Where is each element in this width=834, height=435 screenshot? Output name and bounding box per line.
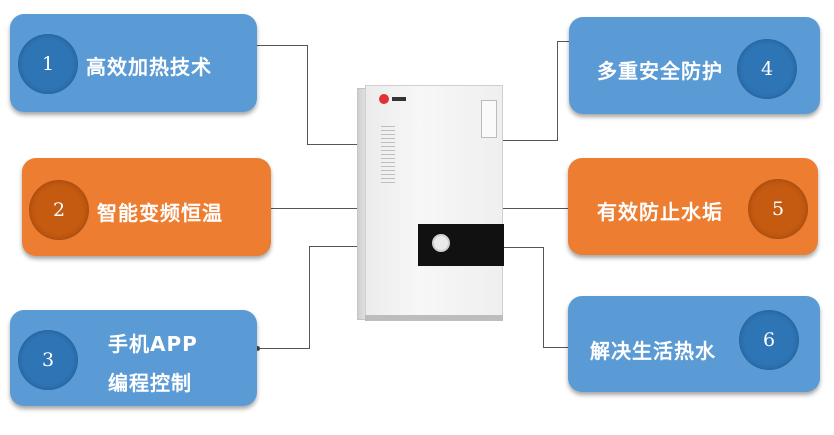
number-badge-3: 3 <box>18 330 78 390</box>
connector-6 <box>500 247 544 248</box>
feature-label-2: 智能变频恒温 <box>97 201 223 225</box>
number-badge-6: 6 <box>739 310 799 370</box>
connector-5 <box>500 208 568 209</box>
connector-1 <box>307 144 365 145</box>
connector-6 <box>543 347 568 348</box>
feature-label-6: 解决生活热水 <box>590 339 716 363</box>
water-heater-illustration <box>357 85 504 323</box>
connector-1 <box>256 45 308 46</box>
feature-label-1: 高效加热技术 <box>86 55 212 79</box>
connector-4 <box>500 140 558 141</box>
feature-card-3: 3 手机APP 编程控制 <box>10 310 257 406</box>
feature-card-2: 2 智能变频恒温 <box>22 158 271 256</box>
device-front-panel <box>365 85 504 317</box>
connector-2 <box>270 208 365 209</box>
number-badge-2: 2 <box>29 180 89 240</box>
connector-1 <box>307 45 308 145</box>
number-badge-4: 4 <box>737 39 797 99</box>
device-base <box>365 315 503 321</box>
number-badge-1: 1 <box>18 34 78 94</box>
feature-label-5: 有效防止水垢 <box>597 200 723 224</box>
connector-3 <box>309 246 310 349</box>
control-panel <box>418 224 504 266</box>
feature-label-4: 多重安全防护 <box>597 59 723 83</box>
feature-label-3-line2: 编程控制 <box>108 371 192 395</box>
feature-card-1: 1 高效加热技术 <box>10 14 257 112</box>
connector-3-dot <box>255 346 260 351</box>
feature-card-6: 解决生活热水 6 <box>568 296 820 392</box>
feature-card-5: 有效防止水垢 5 <box>568 158 818 255</box>
brand-logo <box>379 94 406 104</box>
nameplate-label <box>481 100 497 138</box>
connector-4 <box>557 41 569 42</box>
vent-slots <box>381 126 395 186</box>
connector-6 <box>543 247 544 348</box>
connector-3 <box>258 348 310 349</box>
connector-3 <box>309 246 365 247</box>
pressure-gauge-icon <box>432 234 450 252</box>
feature-card-4: 多重安全防护 4 <box>569 17 820 114</box>
feature-label-3-line1: 手机APP <box>108 332 198 356</box>
number-badge-5: 5 <box>748 179 808 239</box>
connector-4 <box>557 41 558 141</box>
